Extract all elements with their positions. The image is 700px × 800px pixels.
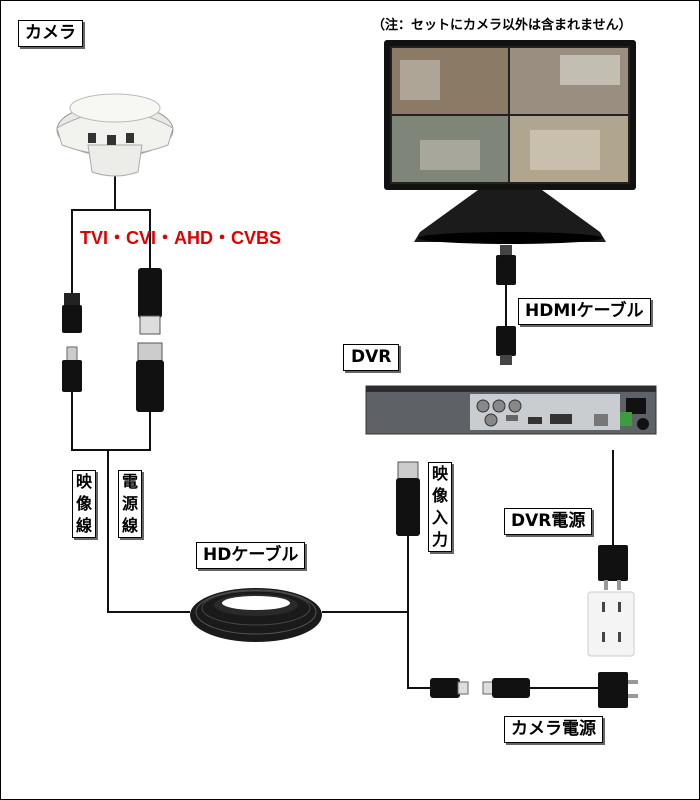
wall-outlet: [587, 591, 635, 657]
camera-power-plug-left: [430, 678, 469, 698]
camera-label: カメラ: [18, 20, 83, 47]
camera-wires: [71, 175, 614, 689]
camera-power-label: カメラ電源: [504, 716, 603, 743]
hdmi-plug-bottom: [496, 326, 516, 365]
video-input-label: 映像入力: [428, 462, 452, 552]
video-plug-upper: [62, 293, 82, 333]
hd-cable-coil: [190, 588, 322, 642]
hdmi-plug-top: [496, 245, 516, 285]
hdmi-cable-label: HDMIケーブル: [518, 298, 651, 325]
dvr-power-adapter: [598, 545, 628, 590]
camera-power-adapter: [598, 672, 638, 708]
video-line-label: 映像線: [72, 470, 96, 538]
monitor-device: [384, 40, 636, 244]
bnc-plug-lower: [136, 342, 164, 412]
power-line-label: 電源線: [118, 470, 142, 538]
dome-camera-device: [56, 93, 174, 177]
hd-cable-label: HDケーブル: [196, 542, 306, 569]
dvr-power-label: DVR電源: [504, 508, 593, 535]
dvr-device: [365, 385, 657, 435]
video-plug-lower: [62, 346, 82, 392]
camera-power-plug-right: [482, 678, 530, 698]
signal-types-label: TVI・CVI・AHD・CVBS: [80, 228, 282, 248]
bnc-plug-upper: [138, 268, 162, 335]
set-contents-note: （注：セットにカメラ以外は含まれません）: [372, 18, 632, 33]
dvr-label: DVR: [343, 344, 400, 371]
bnc-plug-dvr-input: [396, 461, 420, 536]
